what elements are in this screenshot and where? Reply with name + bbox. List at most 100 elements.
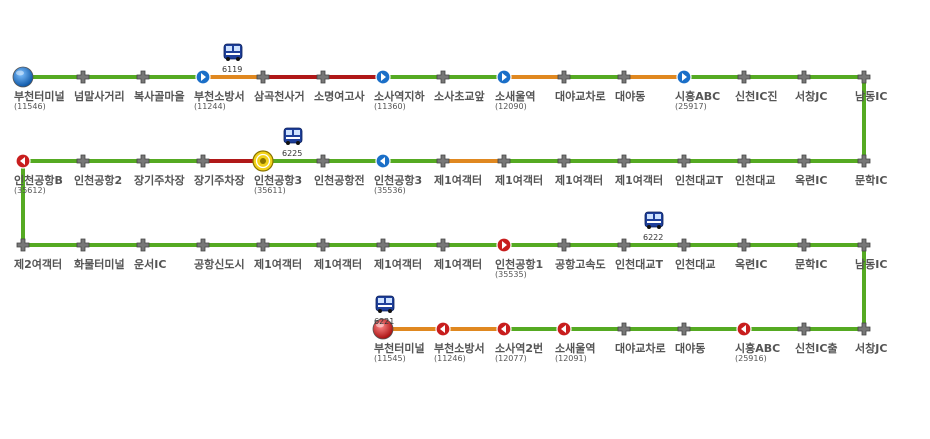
bus-stop-10[interactable] [557,70,571,84]
bus-stop-28[interactable] [136,154,150,168]
bus-stop-5[interactable] [256,70,270,84]
bus-stop-23[interactable] [436,154,450,168]
bus-number: 6225 [282,149,302,158]
direction-arrow-icon [496,69,512,85]
bus-stop-47[interactable] [797,322,811,336]
bus-stop-53[interactable] [435,321,451,337]
bus-icon [223,43,243,61]
bus-number: 6119 [222,65,242,74]
bus-stop-24[interactable] [375,153,391,169]
stop-name: 신천IC출 [795,341,838,355]
bus-stop-25[interactable] [316,154,330,168]
bus-stop-26[interactable] [252,150,274,172]
bus-stop-40[interactable] [557,238,571,252]
bus-stop-22[interactable] [497,154,511,168]
bus-stop-6[interactable] [316,70,330,84]
bus-stop-30[interactable] [15,153,31,169]
bus-stop-20[interactable] [617,154,631,168]
bus-stop-14[interactable] [797,70,811,84]
stop-number: (35611) [254,186,286,195]
stop-name: 제1여객터 [434,257,482,271]
bus-stop-9[interactable] [496,69,512,85]
direction-arrow-icon [676,69,692,85]
bus-stop-41[interactable] [617,238,631,252]
stop-name: 대야동 [615,89,645,103]
bus-stop-11[interactable] [617,70,631,84]
stop-plus-icon [436,238,450,252]
stop-name: 서창JC [795,89,827,103]
bus-stop-3[interactable] [136,70,150,84]
stop-plus-icon [316,238,330,252]
stop-number: (35612) [14,186,46,195]
bus-marker-6222[interactable]: 6222 [643,211,664,242]
bus-stop-54[interactable] [372,318,394,340]
direction-arrow-icon [435,321,451,337]
bus-stop-4[interactable] [195,69,211,85]
bus-stop-50[interactable] [617,322,631,336]
bus-stop-27[interactable] [196,154,210,168]
bus-stop-51[interactable] [556,321,572,337]
stop-name: 옥련IC [795,173,827,187]
stop-plus-icon [617,238,631,252]
bus-stop-2[interactable] [76,70,90,84]
stop-plus-icon [497,154,511,168]
bus-stop-33[interactable] [136,238,150,252]
stop-number: (11246) [434,354,466,363]
bus-stop-29[interactable] [76,154,90,168]
bus-marker-6225[interactable]: 6225 [282,127,303,158]
bus-stop-8[interactable] [436,70,450,84]
bus-stop-46[interactable] [857,322,871,336]
bus-stop-16[interactable] [857,154,871,168]
stop-name: 인천공항3 [374,173,422,187]
bus-stop-21[interactable] [557,154,571,168]
bus-stop-13[interactable] [737,70,751,84]
bus-stop-43[interactable] [737,238,751,252]
bus-positions: 6119 6225 6222 6221 [222,43,664,326]
bus-stop-39[interactable] [496,237,512,253]
bus-stop-19[interactable] [677,154,691,168]
stop-name: 소사초교앞 [434,89,485,103]
bus-stop-31[interactable] [16,238,30,252]
stop-name: 운서IC [134,257,166,271]
stop-name: 소새울역 [555,341,595,355]
start-terminal-icon [12,66,34,88]
bus-stop-32[interactable] [76,238,90,252]
bus-stop-45[interactable] [857,238,871,252]
stop-name: 인천공항3 [254,173,302,187]
stop-plus-icon [136,238,150,252]
stop-plus-icon [677,322,691,336]
bus-stop-36[interactable] [316,238,330,252]
bus-stop-18[interactable] [737,154,751,168]
stop-name: 시흥ABC [675,89,720,103]
bus-stop-35[interactable] [256,238,270,252]
bus-marker-6221[interactable]: 6221 [374,295,395,326]
bus-stop-34[interactable] [196,238,210,252]
bus-stop-49[interactable] [677,322,691,336]
bus-marker-6119[interactable]: 6119 [222,43,243,74]
bus-stop-52[interactable] [496,321,512,337]
bus-stop-42[interactable] [677,238,691,252]
bus-stop-48[interactable] [736,321,752,337]
bus-stop-1[interactable] [12,66,34,88]
stop-plus-icon [557,154,571,168]
bus-stop-15[interactable] [857,70,871,84]
stop-name: 시흥ABC [735,341,780,355]
stop-plus-icon [76,238,90,252]
stop-plus-icon [196,154,210,168]
bus-stop-44[interactable] [797,238,811,252]
stop-name: 인천공항B [14,173,63,187]
bus-stop-17[interactable] [797,154,811,168]
stop-name: 인천대교 [675,257,715,271]
stop-name: 공항고속도 [555,257,606,271]
bus-stop-37[interactable] [376,238,390,252]
stop-plus-icon [557,70,571,84]
bus-stop-7[interactable] [375,69,391,85]
stop-plus-icon [617,70,631,84]
bus-stop-38[interactable] [436,238,450,252]
bus-stop-12[interactable] [676,69,692,85]
stop-name: 문학IC [795,257,827,271]
stop-number: (11546) [14,102,46,111]
stop-name: 제1여객터 [434,173,482,187]
stop-plus-icon [617,322,631,336]
stop-number: (12090) [495,102,527,111]
